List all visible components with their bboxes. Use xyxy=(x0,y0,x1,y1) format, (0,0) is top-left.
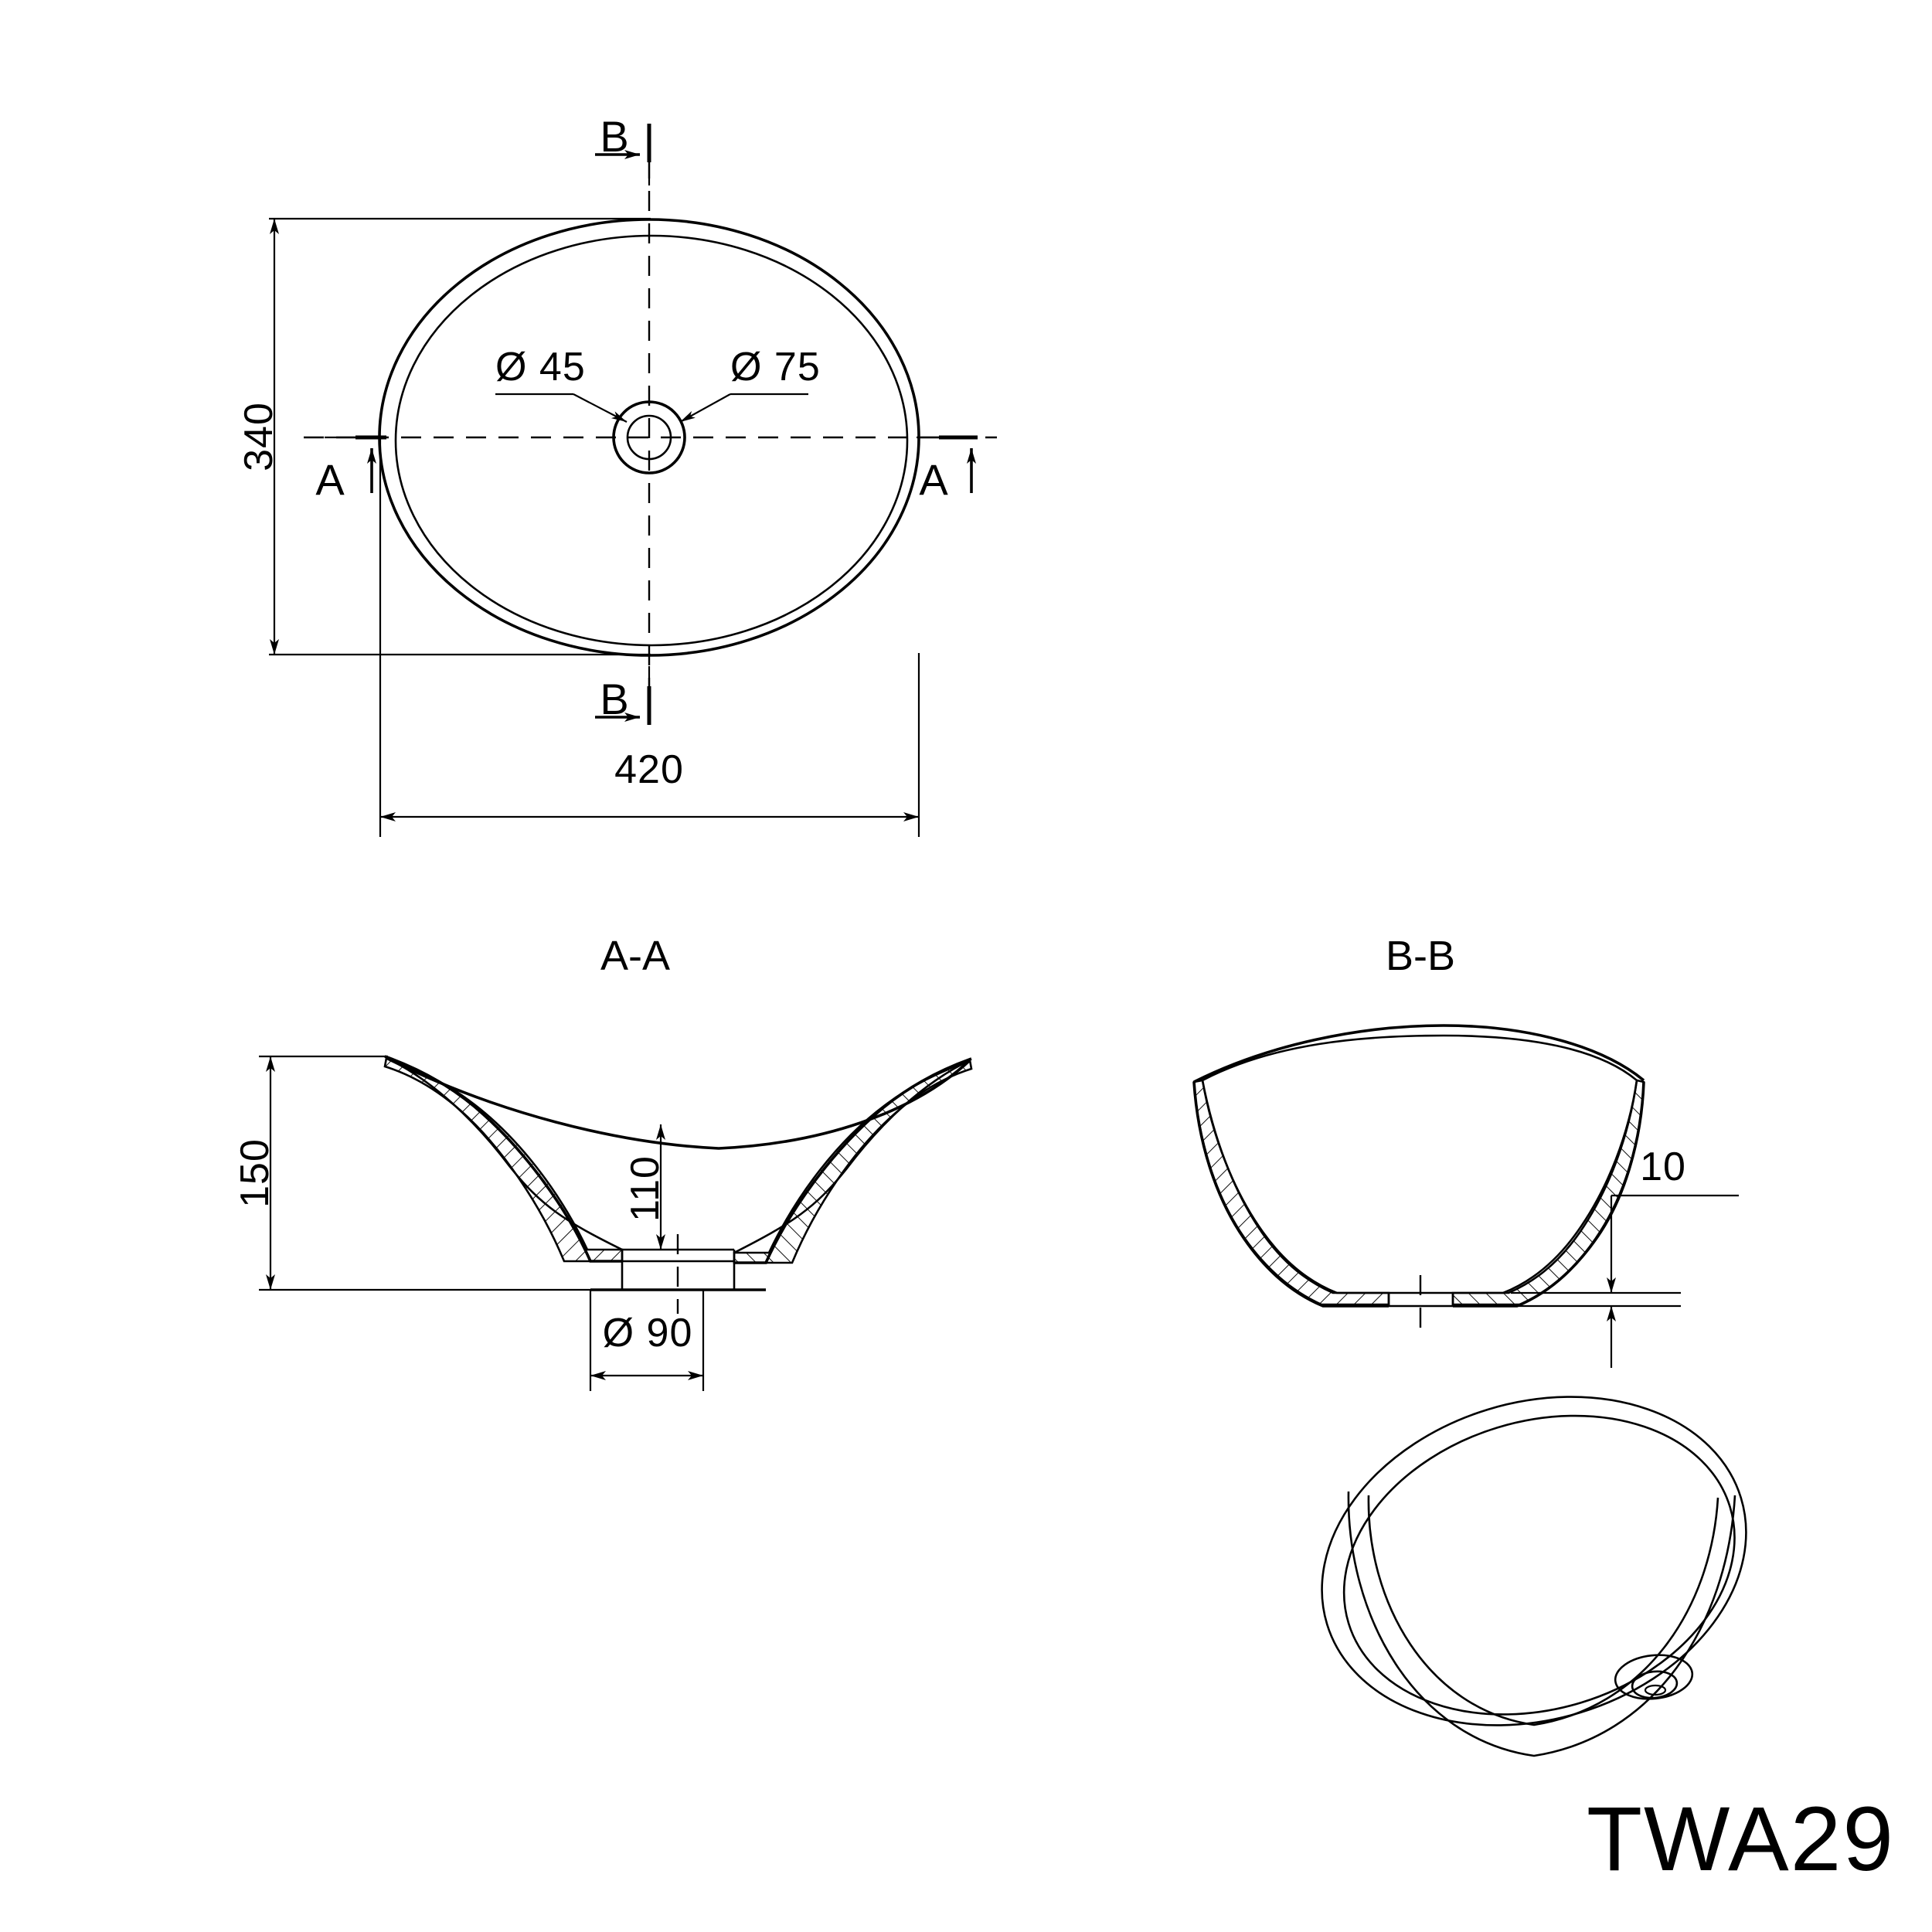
iso-body-inner xyxy=(1367,1495,1719,1726)
dimension-420: 420 xyxy=(380,747,919,821)
leader-dia-45: Ø 45 xyxy=(495,345,628,423)
section-mark-b-top: B xyxy=(595,112,651,185)
iso-inner-rim xyxy=(1342,1414,1736,1716)
section-bb-wall-left xyxy=(1192,1079,1390,1306)
top-view-extension-lines xyxy=(269,217,920,837)
section-aa-outer-right xyxy=(734,1057,972,1264)
iso-drain-hole xyxy=(1644,1684,1667,1696)
top-view-centerlines xyxy=(304,158,997,723)
section-mark-b-top-label: B xyxy=(600,112,628,161)
basin-inner-rim xyxy=(394,234,909,647)
section-bb-title: B-B xyxy=(1386,933,1455,979)
section-mark-a-left: A xyxy=(315,435,386,504)
section-bb-rim-inner xyxy=(1202,1034,1638,1082)
section-bb-outer-right xyxy=(1453,1081,1645,1308)
section-aa-group: A-A xyxy=(233,933,973,1391)
iso-outer-rim xyxy=(1321,1396,1747,1726)
section-bb-rim-curve xyxy=(1193,1024,1645,1083)
iso-drain-inner xyxy=(1631,1670,1679,1699)
section-mark-a-left-label: A xyxy=(315,455,345,504)
dia-75-label: Ø 75 xyxy=(730,345,821,389)
drain-outer-circle xyxy=(612,400,686,474)
section-mark-a-right: A xyxy=(917,435,978,504)
section-mark-b-bottom-label: B xyxy=(600,675,628,723)
section-aa-outer-left xyxy=(384,1055,622,1263)
section-aa-drain-boss xyxy=(590,1234,766,1314)
dimension-340: 340 xyxy=(236,219,281,655)
section-aa-inner-left xyxy=(386,1056,623,1251)
dimension-10-label: 10 xyxy=(1640,1145,1686,1189)
leader-dia-75: Ø 75 xyxy=(679,345,821,423)
section-bb-inner-right xyxy=(1453,1080,1638,1294)
section-bb-group: B-B xyxy=(1192,933,1739,1368)
drawing-title: TWA29 xyxy=(1587,1788,1895,1890)
dimension-150-label: 150 xyxy=(233,1138,277,1208)
dimension-10: 10 xyxy=(1511,1145,1739,1368)
dimension-150: 150 xyxy=(233,1056,277,1290)
dimension-110-label: 110 xyxy=(623,1155,668,1222)
section-bb-outer-left xyxy=(1192,1081,1389,1308)
dimension-340-label: 340 xyxy=(236,402,281,471)
isometric-view-group xyxy=(1321,1396,1747,1757)
drain-inner-circle xyxy=(626,414,672,461)
top-view-group: 340 420 Ø 45 xyxy=(236,112,997,837)
dimension-110: 110 xyxy=(623,1124,668,1250)
section-mark-b-bottom: B xyxy=(595,666,651,725)
section-aa-title: A-A xyxy=(600,933,670,979)
iso-body-outer xyxy=(1347,1491,1736,1757)
dimension-420-label: 420 xyxy=(614,747,684,792)
dia-45-label: Ø 45 xyxy=(495,345,586,389)
section-bb-drain-boss xyxy=(1387,1275,1454,1331)
dimension-dia-90-label: Ø 90 xyxy=(603,1311,693,1355)
section-bb-inner-left xyxy=(1201,1080,1389,1294)
section-aa-inner-right xyxy=(733,1059,971,1254)
section-bb-wall-right xyxy=(1451,1079,1645,1306)
dimension-dia-90: Ø 90 xyxy=(589,1290,705,1391)
section-mark-a-right-label: A xyxy=(919,455,948,504)
